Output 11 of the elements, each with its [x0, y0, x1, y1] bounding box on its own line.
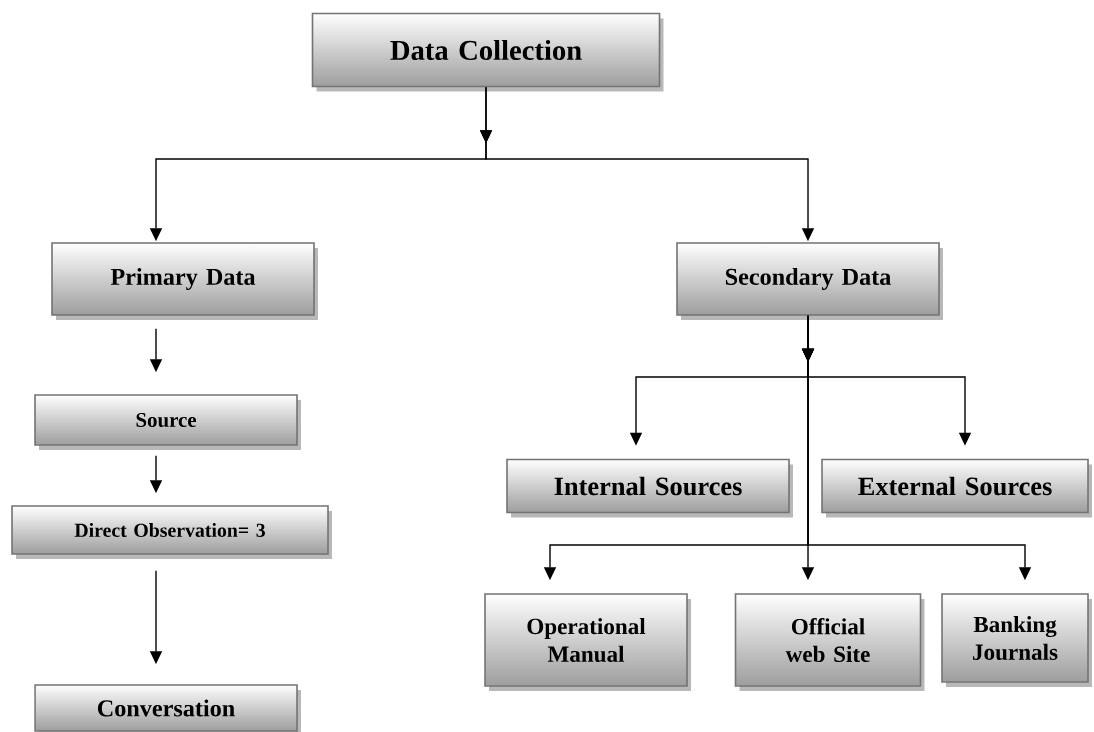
process-box: Data Collection [311, 12, 664, 92]
process-box: Source [34, 394, 301, 450]
process-box: Official web Site [734, 593, 925, 691]
process-box: Conversation [34, 684, 301, 732]
process-box: Internal Sources [506, 458, 793, 518]
process-box: Operational Manual [484, 593, 691, 691]
process-box: Direct Observation= 3 [11, 505, 332, 559]
process-box: Banking Journals [941, 593, 1092, 687]
process-box: Secondary Data [676, 242, 943, 320]
process-box: External Sources [821, 458, 1092, 518]
process-box: Primary Data [51, 242, 318, 320]
